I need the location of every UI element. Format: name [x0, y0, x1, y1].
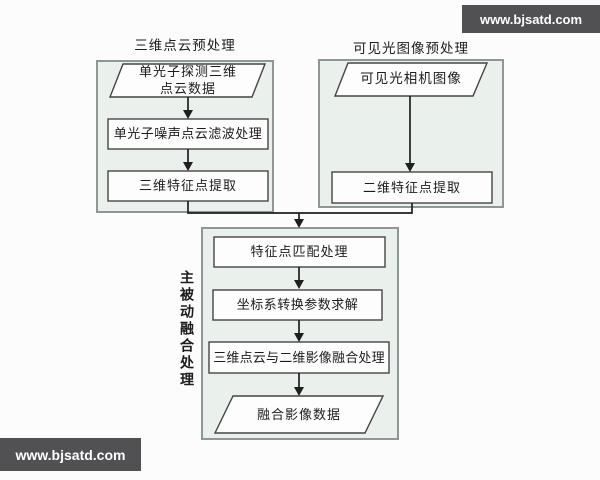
- watermark-text: www.bjsatd.com: [15, 446, 126, 463]
- fusion-output-label: 融合影像数据: [256, 406, 341, 422]
- fusion-transform-box: [212, 289, 383, 321]
- right-feature-label: 二维特征点提取: [362, 179, 461, 195]
- arrowhead-icon: [183, 110, 193, 119]
- right-input-label: 可见光相机图像: [360, 70, 462, 86]
- arrowhead-icon: [294, 333, 304, 342]
- arrowhead-icon: [294, 219, 304, 228]
- watermark-top-right: www.bjsatd.com: [462, 5, 600, 33]
- right-input-parallelogram: [333, 62, 489, 97]
- arrowhead-icon: [294, 280, 304, 289]
- right-feature-box: [331, 171, 493, 204]
- fusion-output-parallelogram: [213, 395, 385, 434]
- watermark-text: www.bjsatd.com: [479, 11, 583, 27]
- left-input-label: 单光子探测三维 点云数据: [138, 64, 237, 96]
- fusion-merge-label: 三维点云与二维影像融合处理: [213, 349, 385, 365]
- watermark-bottom-left: www.bjsatd.com: [0, 438, 141, 471]
- arrowhead-icon: [294, 387, 304, 396]
- fusion-side-label: 主被动融合处理: [178, 269, 193, 389]
- left-input-parallelogram: [108, 63, 267, 98]
- arrowhead-icon: [183, 162, 193, 171]
- left-feature-label: 三维特征点提取: [138, 178, 237, 193]
- arrowhead-icon: [405, 163, 415, 172]
- right-branch-title: 可见光图像预处理: [353, 41, 469, 56]
- fusion-match-box: [213, 236, 386, 268]
- merge-connector: [187, 201, 413, 214]
- left-branch-title: 三维点云预处理: [134, 38, 236, 53]
- left-filter-label: 单光子噪声点云滤波处理: [113, 126, 263, 141]
- fusion-match-label: 特征点匹配处理: [250, 244, 349, 259]
- left-feature-box: [107, 170, 269, 202]
- fusion-transform-label: 坐标系转换参数求解: [236, 297, 359, 312]
